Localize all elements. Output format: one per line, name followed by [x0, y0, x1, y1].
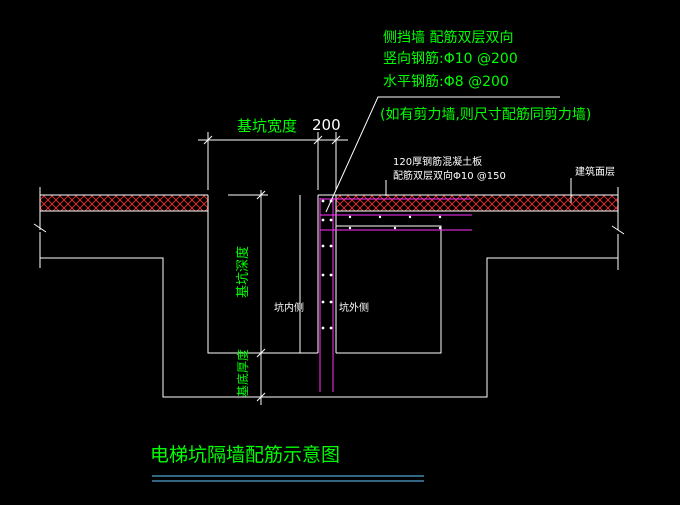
pit-inside-label: 坑内侧	[274, 301, 304, 314]
pit-width-dimension	[198, 132, 348, 190]
slab-note-2: 配筋双层双向Φ10 @150	[393, 169, 506, 182]
title-underline	[152, 475, 424, 482]
floor-level-marker	[385, 178, 572, 203]
inner-pit-right	[336, 225, 442, 354]
annotation-line-2: 竖向钢筋:Φ10 @200	[383, 50, 518, 67]
pit-depth-label: 基坑深度	[235, 246, 251, 298]
separation-wall	[300, 195, 337, 354]
slab-note-1: 120厚钢筋混凝土板	[393, 155, 482, 168]
pit-outside-label: 坑外侧	[339, 301, 369, 314]
break-lines	[33, 187, 625, 240]
pit-outline	[39, 238, 619, 398]
pit-depth-dimension	[228, 190, 268, 405]
annotation-line-4: (如有剪力墙,则尺寸配筋同剪力墙)	[380, 106, 591, 123]
wall-thickness-label: 200	[312, 116, 341, 134]
floor-level-label: 建筑面层	[575, 165, 615, 178]
floor-slab-right	[318, 194, 618, 212]
floor-slab-left	[40, 194, 208, 212]
annotation-line-1: 侧挡墙 配筋双层双向	[383, 29, 513, 46]
floor-thickness-label: 基底厚度	[235, 349, 250, 397]
rebar-lines	[319, 198, 472, 392]
inner-pit-left	[207, 195, 301, 354]
annotation-leader	[325, 96, 560, 213]
pit-width-label: 基坑宽度	[237, 117, 297, 135]
drawing-title: 电梯坑隔墙配筋示意图	[150, 444, 340, 466]
annotation-line-3: 水平钢筋:Φ8 @200	[383, 73, 509, 90]
